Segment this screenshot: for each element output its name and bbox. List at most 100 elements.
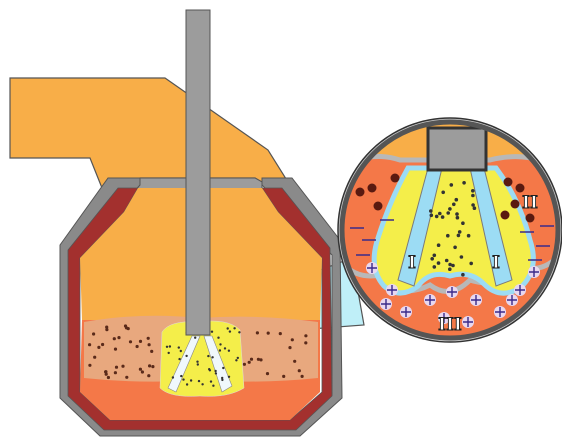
- texture-dot: [178, 346, 180, 348]
- texture-dot: [445, 259, 449, 263]
- texture-dot: [105, 328, 108, 331]
- texture-dot: [504, 178, 513, 187]
- texture-dot: [291, 338, 294, 341]
- texture-dot: [458, 230, 462, 234]
- texture-dot: [233, 327, 235, 329]
- texture-dot: [516, 184, 525, 193]
- texture-dot: [453, 246, 457, 250]
- texture-dot: [455, 198, 459, 202]
- texture-dot: [180, 350, 182, 352]
- texture-dot: [430, 214, 434, 218]
- zone-label-ii: II: [522, 193, 538, 213]
- texture-dot: [473, 206, 477, 210]
- texture-dot: [139, 340, 142, 343]
- texture-dot: [456, 216, 460, 220]
- texture-dot: [211, 331, 213, 333]
- texture-dot: [219, 349, 221, 351]
- texture-dot: [101, 343, 104, 346]
- texture-dot: [97, 346, 100, 349]
- texture-dot: [180, 375, 182, 377]
- zone-label-i-left: I: [408, 253, 416, 273]
- texture-dot: [368, 184, 377, 193]
- texture-dot: [446, 211, 450, 215]
- texture-dot: [471, 194, 475, 198]
- texture-dot: [298, 369, 301, 372]
- texture-dot: [136, 345, 139, 348]
- texture-dot: [288, 346, 291, 349]
- texture-plus: [386, 284, 398, 296]
- texture-dot: [250, 358, 253, 361]
- texture-dot: [172, 376, 174, 378]
- texture-dot: [221, 379, 223, 381]
- texture-dot: [186, 383, 188, 385]
- texture-dot: [501, 211, 510, 220]
- texture-dot: [198, 380, 200, 382]
- texture-plus: [462, 316, 474, 328]
- texture-dot: [438, 212, 442, 216]
- texture-dot: [222, 367, 224, 369]
- texture-dot: [266, 372, 269, 375]
- texture-dot: [212, 385, 214, 387]
- texture-plus: [380, 298, 392, 310]
- texture-dot: [88, 343, 91, 346]
- texture-dot: [141, 370, 144, 373]
- texture-dot: [124, 324, 127, 327]
- texture-dot: [441, 191, 445, 195]
- texture-dot: [448, 207, 452, 211]
- texture-plus: [494, 306, 506, 318]
- texture-dot: [169, 345, 171, 347]
- texture-dot: [117, 336, 120, 339]
- texture-plus: [400, 306, 412, 318]
- texture-dot: [282, 375, 285, 378]
- texture-dot: [93, 356, 96, 359]
- texture-dot: [114, 371, 117, 374]
- texture-dot: [194, 337, 196, 339]
- texture-dot: [451, 264, 455, 268]
- texture-dot: [293, 360, 296, 363]
- texture-dot: [147, 337, 150, 340]
- texture-dot: [88, 364, 91, 367]
- texture-dot: [374, 202, 383, 211]
- texture-dot: [113, 337, 116, 340]
- texture-dot: [182, 378, 184, 380]
- texture-dot: [228, 350, 230, 352]
- texture-dot: [441, 215, 445, 219]
- oxygen-lance: [186, 10, 210, 335]
- texture-dot: [433, 254, 437, 258]
- texture-dot: [151, 365, 154, 368]
- texture-dot: [217, 337, 219, 339]
- texture-plus: [506, 294, 518, 306]
- magnifier-circle: [330, 110, 562, 350]
- texture-dot: [166, 346, 168, 348]
- texture-dot: [435, 215, 439, 219]
- texture-dot: [257, 358, 260, 361]
- texture-plus: [528, 266, 540, 278]
- texture-dot: [471, 203, 475, 207]
- texture-dot: [190, 379, 192, 381]
- texture-dot: [139, 368, 142, 371]
- texture-dot: [228, 376, 230, 378]
- texture-dot: [104, 370, 107, 373]
- texture-dot: [215, 372, 217, 374]
- texture-dot: [301, 375, 304, 378]
- texture-plus: [446, 286, 458, 298]
- texture-dot: [148, 343, 151, 346]
- texture-dot: [227, 327, 229, 329]
- texture-dot: [304, 334, 307, 337]
- texture-dot: [115, 366, 118, 369]
- texture-dot: [437, 261, 441, 265]
- texture-dot: [391, 174, 400, 183]
- texture-dot: [150, 350, 153, 353]
- texture-dot: [248, 361, 251, 364]
- texture-dot: [433, 265, 437, 269]
- texture-dot: [461, 221, 465, 225]
- texture-dot: [209, 369, 211, 371]
- texture-dot: [526, 214, 535, 223]
- texture-dot: [224, 347, 226, 349]
- texture-dot: [178, 358, 180, 360]
- texture-dot: [214, 370, 216, 372]
- texture-dot: [201, 383, 203, 385]
- texture-dot: [107, 376, 110, 379]
- zone-label-iii: III: [438, 315, 462, 335]
